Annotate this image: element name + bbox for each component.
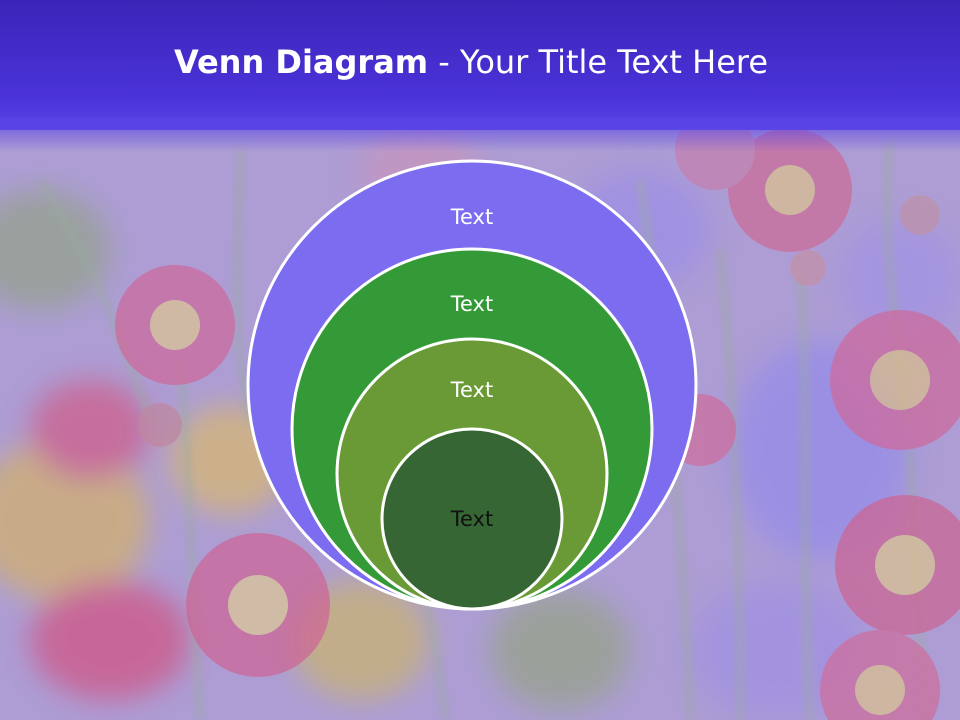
title-bar-fade [0,118,960,152]
venn-label-inner: Text [450,507,494,531]
title-bar [0,0,960,130]
slide-title-rest: - Your Title Text Here [428,43,769,81]
venn-label-second: Text [450,292,494,316]
slide-title: Venn Diagram - Your Title Text Here [0,40,942,84]
venn-circle-inner [380,427,564,611]
slide-title-bold: Venn Diagram [173,43,429,81]
venn-label-third: Text [450,378,494,402]
venn-label-outer: Text [450,205,494,229]
